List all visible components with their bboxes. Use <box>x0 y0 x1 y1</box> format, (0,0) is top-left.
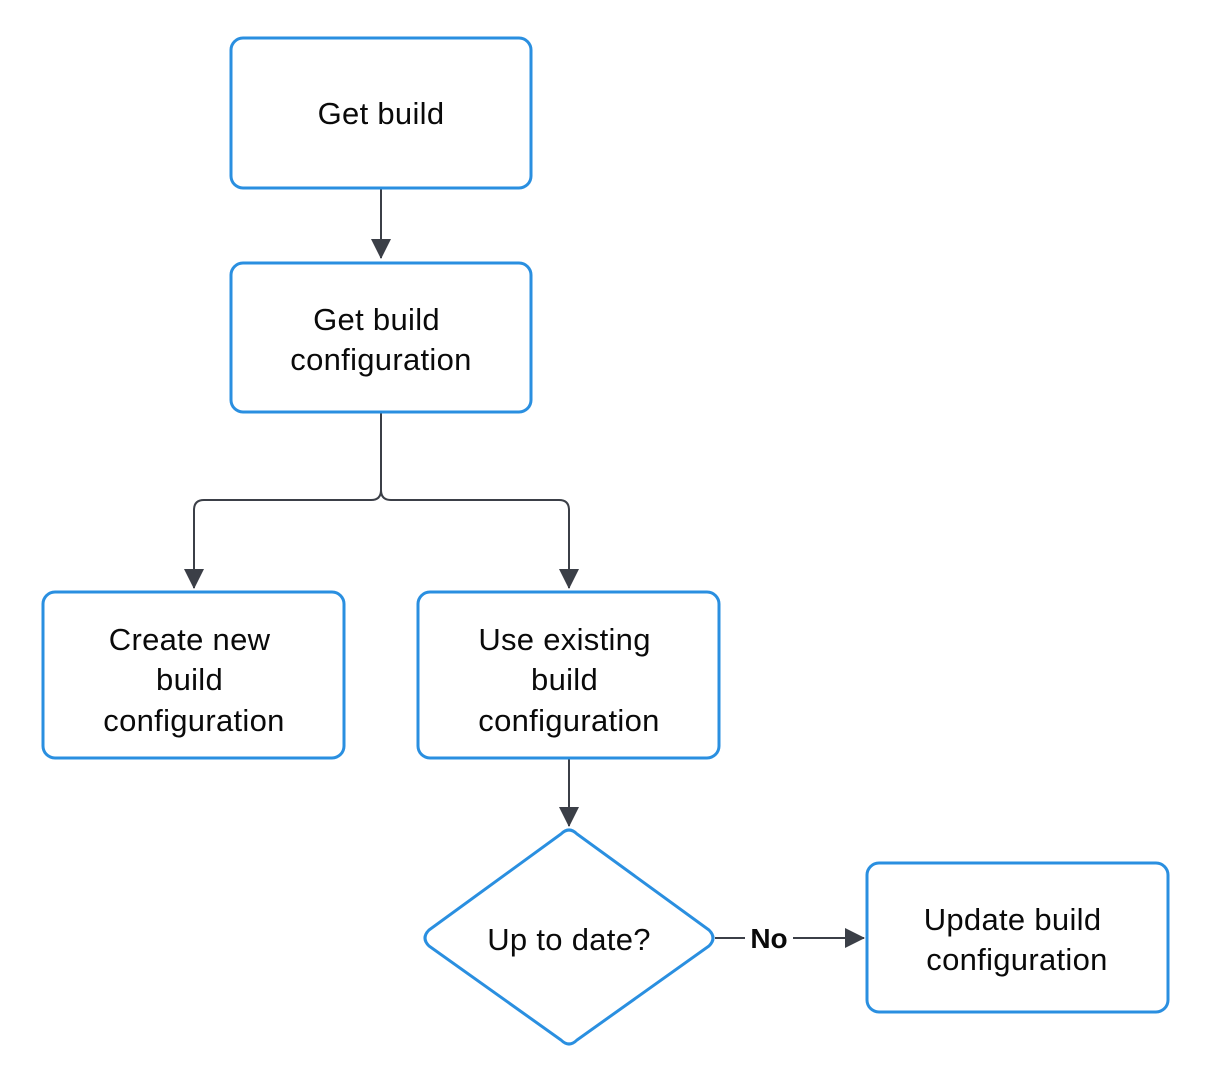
node-get-build-box <box>229 36 533 190</box>
node-update-line-1: Update build <box>924 902 1102 937</box>
svg-text:Update build configurati: Update build configuration <box>924 902 1111 977</box>
connector-config-to-use-existing <box>380 489 579 589</box>
node-create-new-build-configuration: Create new build configuration <box>41 590 346 760</box>
node-use-existing-line-3: configuration <box>478 703 659 738</box>
node-create-new-build-configuration-box <box>41 590 346 760</box>
connectors: No <box>184 188 865 956</box>
node-update-build-configuration-box <box>865 861 1170 1014</box>
node-get-build-configuration-box <box>229 261 533 414</box>
node-create-new-line-1: Create new <box>109 622 271 657</box>
node-use-existing-build-configuration: Use existing build configuration <box>416 590 721 760</box>
svg-text:Create new build c: Create new build configuration <box>103 622 284 738</box>
node-create-new-line-2: build <box>156 662 223 697</box>
node-use-existing-build-configuration-box <box>416 590 721 760</box>
node-use-existing-line-1: Use existing <box>478 622 650 657</box>
node-up-to-date-decision: Up to date? <box>423 828 715 1046</box>
node-update-line-2: configuration <box>926 942 1107 977</box>
node-update-build-configuration: Update build configuration <box>865 861 1170 1014</box>
connector-config-to-create-new <box>184 412 382 589</box>
node-up-to-date-diamond <box>423 828 715 1046</box>
svg-text:Get build configuration: Get build configuration <box>290 302 471 377</box>
node-get-build: Get build <box>229 36 533 190</box>
svg-text:Get build: Get build <box>318 96 445 131</box>
node-get-build-line-1: Get build <box>318 96 445 131</box>
node-get-build-configuration-line-2: configuration <box>290 342 471 377</box>
no-label-background <box>745 920 793 956</box>
edge-label-no: No <box>750 923 787 954</box>
node-create-new-line-3: configuration <box>103 703 284 738</box>
node-get-build-configuration-line-1: Get build <box>313 302 440 337</box>
node-up-to-date-line-1: Up to date? <box>487 922 651 957</box>
node-get-build-configuration: Get build configuration <box>229 261 533 414</box>
svg-text:Use existing build: Use existing build configuration <box>478 622 659 738</box>
node-use-existing-line-2: build <box>531 662 598 697</box>
svg-text:Up to date?: Up to date? <box>487 922 651 957</box>
